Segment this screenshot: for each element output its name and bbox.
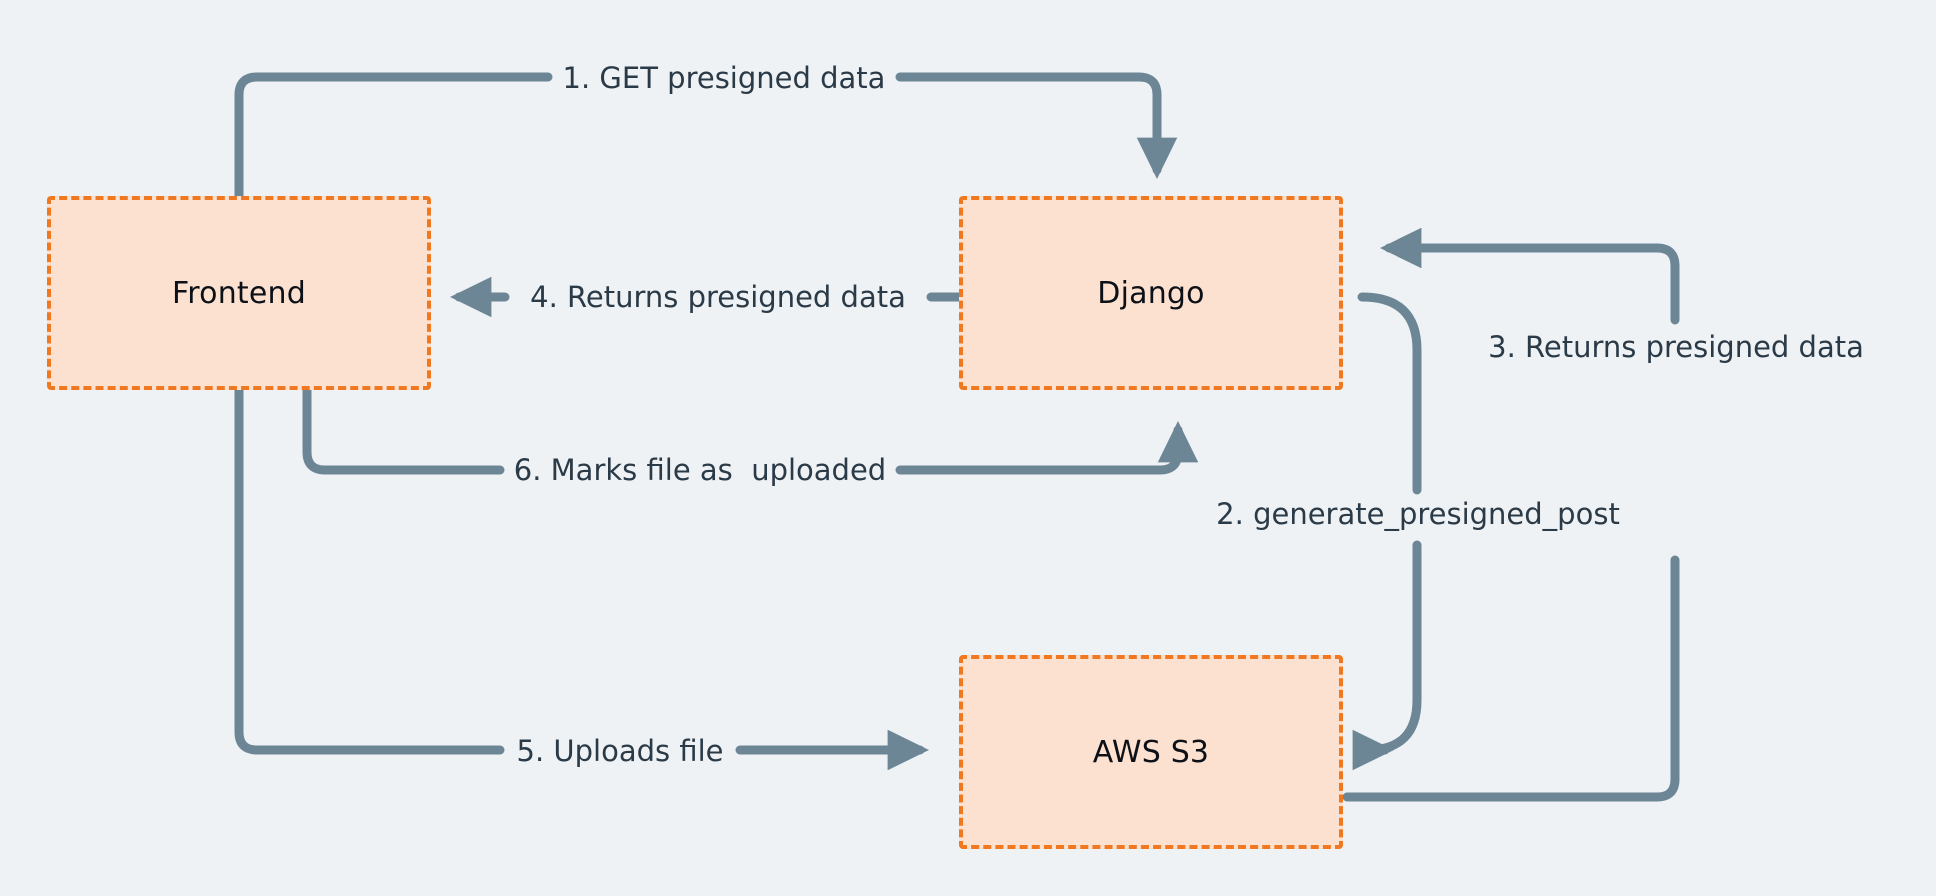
edge-6-path-right xyxy=(895,420,1199,475)
node-django[interactable]: Django xyxy=(959,196,1343,390)
edge-label-1: 1. GET presigned data xyxy=(556,61,892,97)
edge-label-4: 4. Returns presigned data xyxy=(524,280,912,316)
edge-1-path-right xyxy=(895,72,1178,180)
edge-label-3: 3. Returns presigned data xyxy=(1482,330,1870,366)
edge-3-path-lower xyxy=(1342,555,1680,802)
node-django-label: Django xyxy=(1097,275,1205,311)
edge-2-path-lower xyxy=(1352,540,1422,771)
node-aws-s3[interactable]: AWS S3 xyxy=(959,655,1343,849)
edge-label-5: 5. Uploads file xyxy=(510,734,730,770)
edge-label-6: 6. Marks file as uploaded xyxy=(507,453,893,489)
edge-2-path-upper xyxy=(1357,292,1422,495)
edge-1-path-left xyxy=(234,72,553,201)
edge-6-path-left xyxy=(302,385,505,475)
edge-5-path-left xyxy=(234,385,505,755)
node-frontend-label: Frontend xyxy=(172,275,306,311)
edge-label-2: 2. generate_presigned_post xyxy=(1210,497,1626,533)
node-aws-s3-label: AWS S3 xyxy=(1092,734,1210,770)
node-frontend[interactable]: Frontend xyxy=(47,196,431,390)
edge-3-path-upper xyxy=(1379,227,1680,325)
